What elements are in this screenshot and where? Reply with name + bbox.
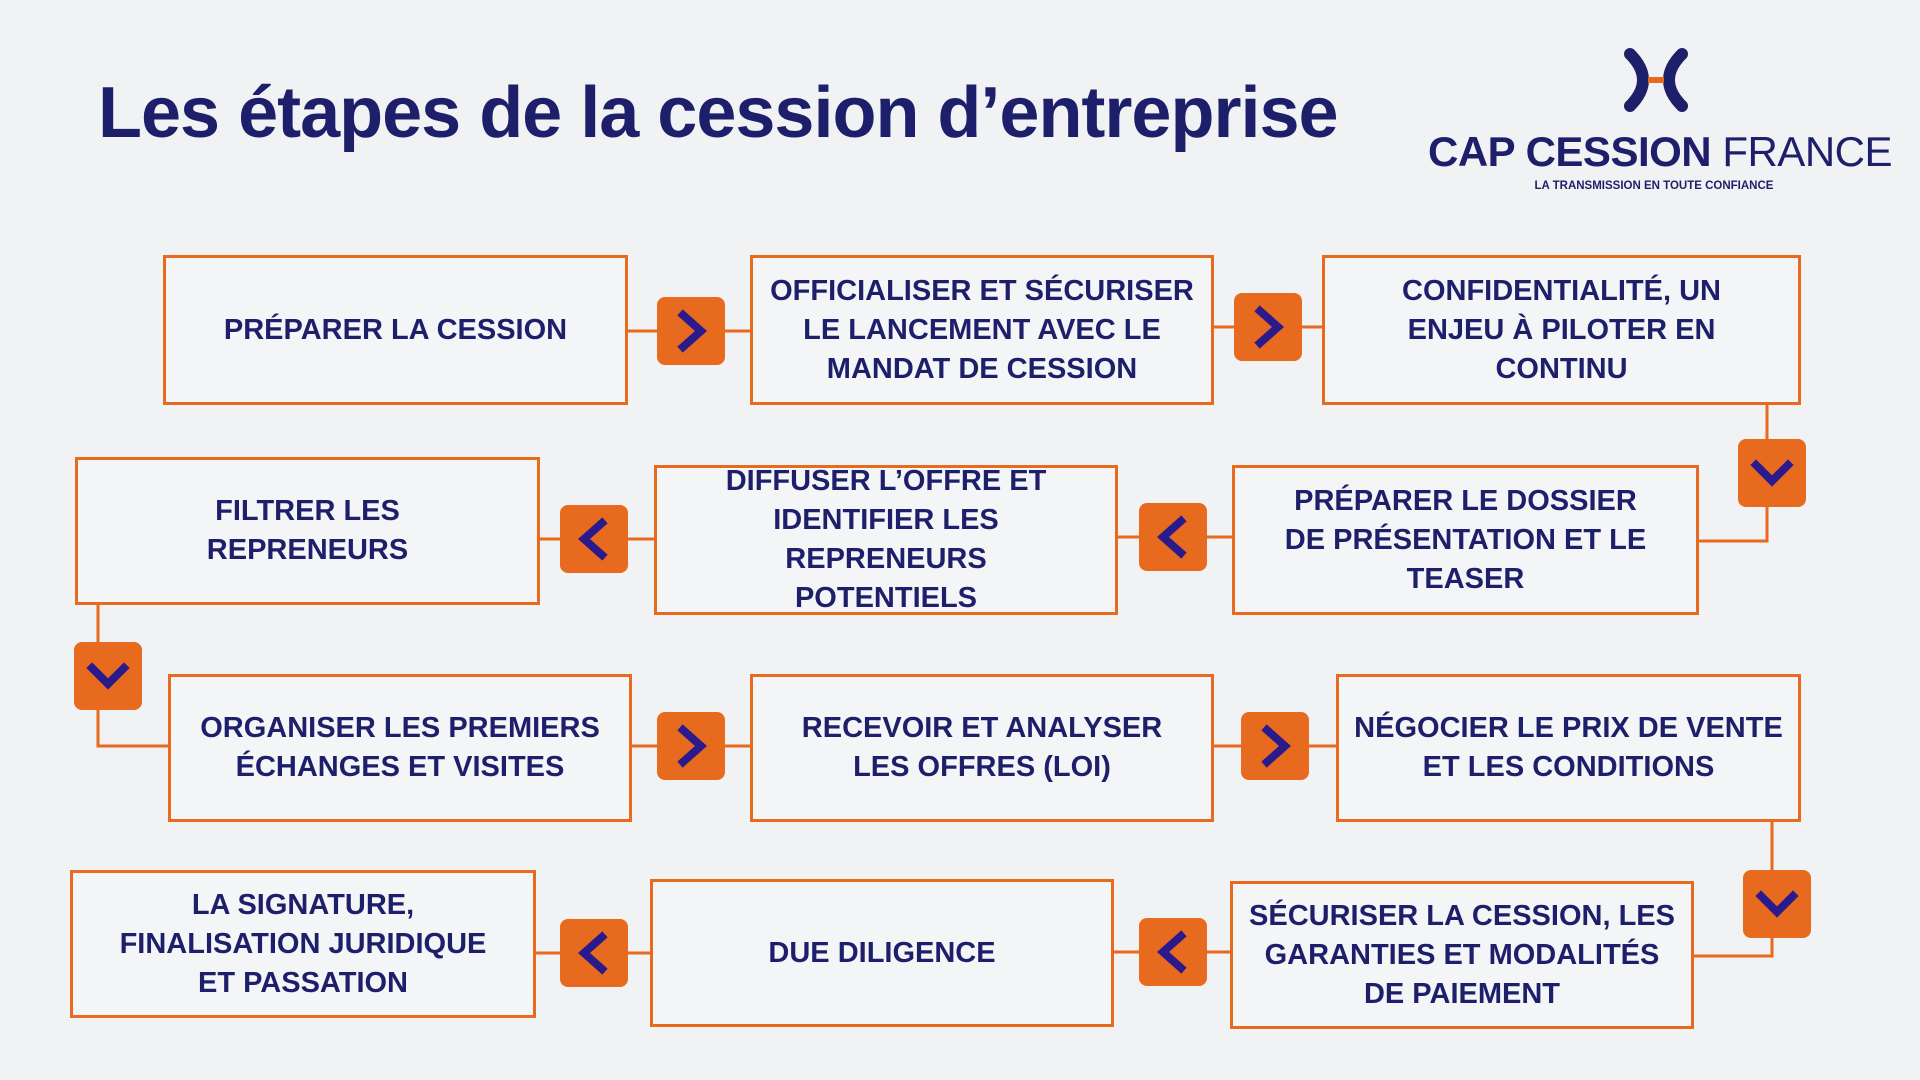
arrow-left-badge (560, 919, 628, 987)
arrow-left-badge (1139, 918, 1207, 986)
step-box: SÉCURISER LA CESSION, LES GARANTIES ET M… (1230, 881, 1694, 1029)
chevron-down-icon (1750, 459, 1794, 487)
logo-name-bold: CAP CESSION (1428, 128, 1712, 175)
arrow-left-badge (560, 505, 628, 573)
step-box: DIFFUSER L’OFFRE ET IDENTIFIER LES REPRE… (654, 465, 1118, 615)
chevron-down-icon (1755, 890, 1799, 918)
step-box: CONFIDENTIALITÉ, UN ENJEU À PILOTER EN C… (1322, 255, 1801, 405)
chevron-right-icon (1261, 724, 1292, 768)
step-box: DUE DILIGENCE (650, 879, 1114, 1027)
chevron-down-icon (86, 662, 130, 690)
brand-logo: CAP CESSION FRANCE LA TRANSMISSION EN TO… (1428, 48, 1892, 198)
step-box: LA SIGNATURE, FINALISATION JURIDIQUE ET … (70, 870, 536, 1018)
chevron-right-icon (677, 724, 708, 768)
arrow-left-badge (1139, 503, 1207, 571)
chevron-left-icon (577, 517, 608, 561)
arrow-down-badge (1743, 870, 1811, 938)
arrow-down-badge (74, 642, 142, 710)
arrow-right-badge (657, 712, 725, 780)
logo-tagline: LA TRANSMISSION EN TOUTE CONFIANCE (1534, 180, 1774, 192)
page-title: Les étapes de la cession d’entreprise (98, 73, 1339, 153)
step-box: FILTRER LES REPRENEURS (75, 457, 540, 605)
arrow-right-badge (657, 297, 725, 365)
chevron-right-icon (677, 309, 708, 353)
step-box: OFFICIALISER ET SÉCURISER LE LANCEMENT A… (750, 255, 1214, 405)
step-box: RECEVOIR ET ANALYSER LES OFFRES (LOI) (750, 674, 1214, 822)
chevron-left-icon (1156, 930, 1187, 974)
arrow-right-badge (1241, 712, 1309, 780)
chevron-right-icon (1254, 305, 1285, 349)
arrow-down-badge (1738, 439, 1806, 507)
arrow-right-badge (1234, 293, 1302, 361)
step-box: PRÉPARER LE DOSSIER DE PRÉSENTATION ET L… (1232, 465, 1699, 615)
step-box: ORGANISER LES PREMIERS ÉCHANGES ET VISIT… (168, 674, 632, 822)
step-box: NÉGOCIER LE PRIX DE VENTE ET LES CONDITI… (1336, 674, 1801, 822)
chevron-left-icon (1156, 515, 1187, 559)
chevron-left-icon (577, 931, 608, 975)
logo-name: CAP CESSION FRANCE (1428, 128, 1892, 176)
logo-name-light: FRANCE (1722, 128, 1892, 175)
step-box: PRÉPARER LA CESSION (163, 255, 628, 405)
logo-mark-icon (1624, 48, 1688, 112)
